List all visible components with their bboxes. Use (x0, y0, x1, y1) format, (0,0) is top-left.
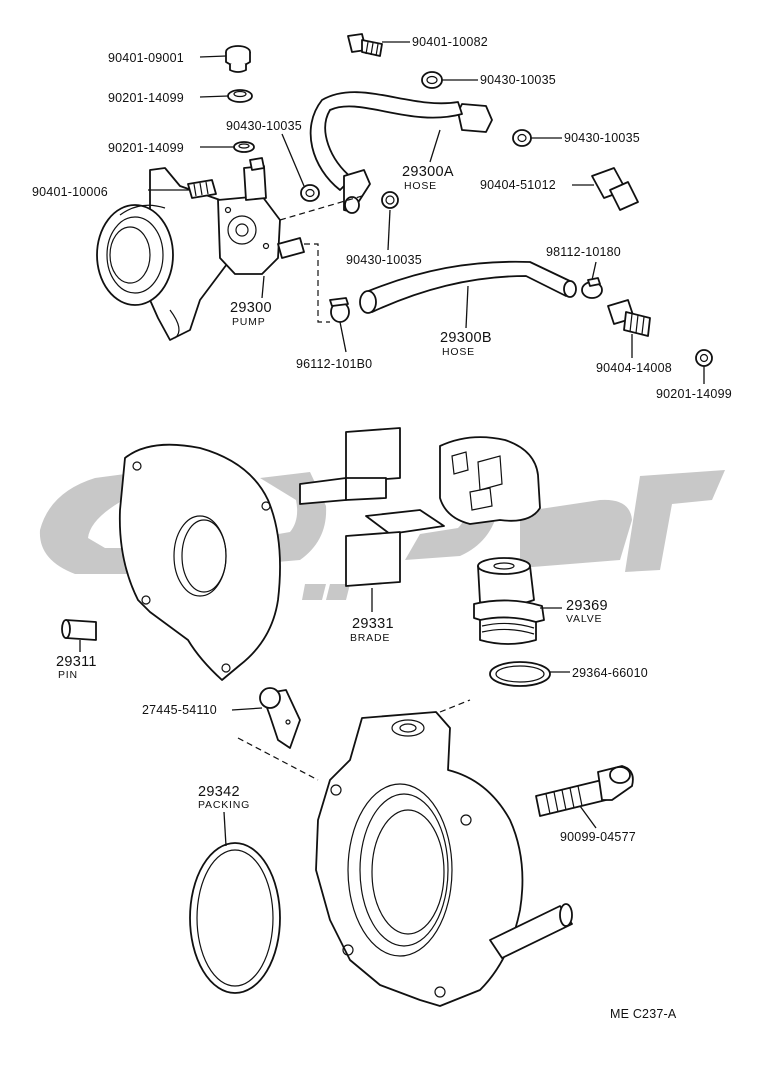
pump-housing (315, 711, 573, 1007)
label-90401-10006: 90401-10006 (32, 185, 108, 199)
label-90401-09001: 90401-09001 (108, 51, 184, 65)
gasket-ring-part (421, 71, 443, 89)
hose-clip-part (329, 297, 350, 323)
vacuum-pump-assembly (96, 157, 305, 341)
label-29369-name: VALVE (566, 613, 602, 625)
plug-bolt-part (225, 45, 251, 73)
label-90430-10035-a: 90430-10035 (226, 119, 302, 133)
label-29300A: 29300A (402, 164, 454, 180)
label-90430-10035-b: 90430-10035 (480, 73, 556, 87)
label-90201-14099-c: 90201-14099 (656, 387, 732, 401)
union-fitting-part (607, 299, 651, 337)
check-valve-part (473, 557, 545, 645)
label-90430-10035-d: 90430-10035 (346, 253, 422, 267)
label-90201-14099-b: 90201-14099 (108, 141, 184, 155)
label-96112-101B0: 96112-101B0 (296, 357, 372, 371)
label-29300A-name: HOSE (404, 180, 437, 192)
bolt-part (535, 765, 634, 817)
label-29364-66010: 29364-66010 (572, 666, 648, 680)
label-29300B-name: HOSE (442, 346, 475, 358)
label-29300B: 29300B (440, 330, 492, 346)
label-29331-name: BRADE (350, 632, 390, 644)
label-98112-10180: 98112-10180 (546, 245, 621, 259)
gasket-ring-part (381, 191, 399, 209)
vane-blades (299, 427, 445, 587)
hose-clip-part (581, 277, 603, 299)
vacuum-hose-a (309, 91, 493, 214)
label-90404-14008: 90404-14008 (596, 361, 672, 375)
washer-part (695, 349, 713, 367)
label-27445-54110: 27445-54110 (142, 703, 217, 717)
rotor-part (439, 436, 541, 525)
packing-ring-part (189, 842, 281, 994)
union-fitting-part (591, 167, 639, 211)
label-90430-10035-c: 90430-10035 (564, 131, 640, 145)
o-ring-part (489, 661, 551, 687)
gasket-ring-part (300, 184, 320, 202)
label-29311-name: PIN (58, 669, 78, 681)
label-29331: 29331 (352, 616, 394, 632)
label-29369: 29369 (566, 598, 608, 614)
washer-part (227, 89, 253, 103)
vacuum-hose-b (359, 260, 577, 314)
pin-part (61, 619, 97, 641)
pump-cover-plate (118, 443, 281, 681)
label-90099-04577: 90099-04577 (560, 830, 636, 844)
drawing-code: ME C237-A (610, 1007, 677, 1021)
label-90201-14099-a: 90201-14099 (108, 91, 184, 105)
label-29342-name: PACKING (198, 799, 250, 811)
label-29311: 29311 (56, 654, 97, 670)
washer-part (233, 141, 255, 153)
label-90404-51012: 90404-51012 (480, 178, 556, 192)
label-29342: 29342 (198, 784, 240, 800)
bracket-clip-part (259, 687, 301, 749)
part-labels: 90401-09001 90201-14099 90201-14099 9043… (32, 35, 732, 1021)
label-29300-name: PUMP (232, 316, 266, 328)
label-90401-10082: 90401-10082 (412, 35, 488, 49)
union-bolt-part (347, 33, 383, 57)
label-29300: 29300 (230, 300, 272, 316)
gasket-ring-part (512, 129, 532, 147)
